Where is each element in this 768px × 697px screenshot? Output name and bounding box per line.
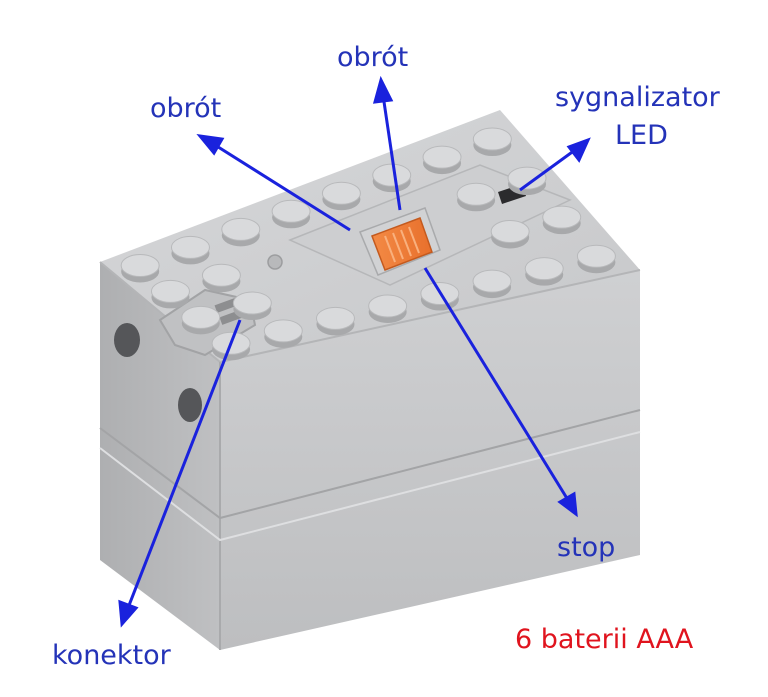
battery-box — [99, 110, 641, 650]
stud — [263, 319, 303, 343]
arrow-rotate-left — [196, 133, 351, 232]
stud — [170, 235, 210, 259]
stud — [221, 217, 261, 241]
arrow-rotate-right — [372, 75, 402, 211]
stud — [456, 182, 496, 206]
lid-seam-upper — [99, 409, 641, 520]
screw — [267, 254, 283, 270]
label-led-line2: LED — [615, 120, 668, 151]
brick-front-face — [220, 270, 640, 650]
lid-seam-lower — [99, 431, 641, 542]
label-led-line1: sygnalizator — [555, 82, 720, 113]
stud — [576, 244, 616, 268]
label-stop: stop — [557, 532, 616, 563]
power-switch — [359, 207, 441, 276]
studs — [120, 127, 616, 361]
label-batteries: 6 baterii AAA — [515, 624, 694, 655]
stud — [372, 163, 412, 187]
stud — [472, 127, 512, 151]
stud — [201, 263, 241, 287]
label-rotate-left: obrót — [150, 93, 222, 124]
stud — [524, 257, 564, 281]
stud — [507, 166, 547, 190]
arrow-led — [519, 137, 591, 192]
stud — [472, 269, 512, 293]
stud — [368, 294, 408, 318]
stud — [315, 306, 355, 330]
stud — [181, 305, 221, 329]
stud — [422, 145, 462, 169]
label-rotate-right: obrót — [337, 42, 409, 73]
arrow-connector — [118, 319, 242, 628]
stud — [120, 253, 160, 277]
arrows — [118, 75, 591, 628]
stud — [271, 199, 311, 223]
side-hole-upper — [114, 323, 140, 357]
stud — [542, 205, 582, 229]
brick-left-face — [100, 262, 220, 650]
side-hole-lower — [178, 388, 202, 422]
stud — [232, 291, 272, 315]
arrow-stop — [423, 267, 578, 518]
label-connector: konektor — [52, 640, 171, 671]
stud — [321, 181, 361, 205]
stud — [150, 279, 190, 303]
stud — [490, 219, 530, 243]
